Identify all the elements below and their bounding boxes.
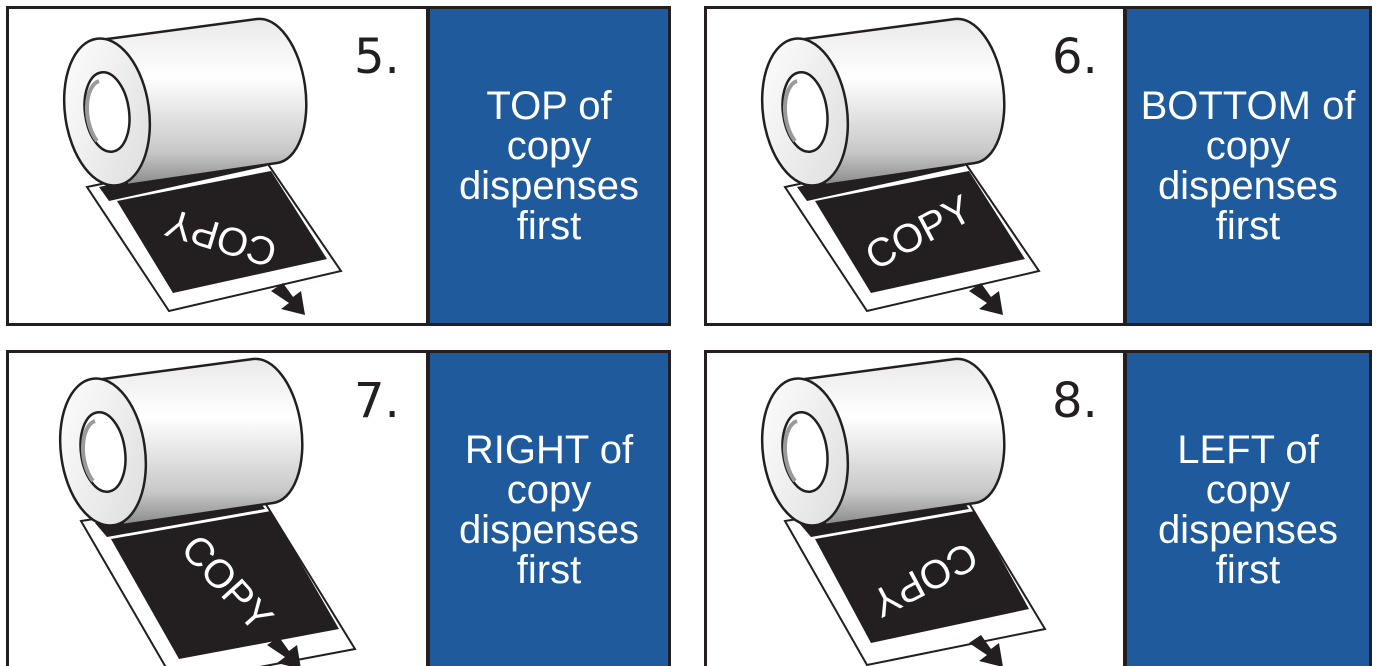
orientation-panel-8: COPY 8. LEFT of copy dispenses first <box>704 350 1372 666</box>
step-number: 8. <box>1052 377 1098 425</box>
instruction-box: LEFT of copy dispenses first <box>1123 353 1369 666</box>
orientation-panel-5: COPY 5. TOP of copy dispenses first <box>6 6 671 326</box>
step-number: 6. <box>1052 33 1098 81</box>
instruction-text: TOP of copy dispenses first <box>459 86 639 246</box>
instruction-box: TOP of copy dispenses first <box>426 9 668 323</box>
orientation-panel-6: COPY 6. BOTTOM of copy dispenses first <box>704 6 1372 326</box>
label-roll-icon <box>753 19 1004 191</box>
instruction-text: RIGHT of copy dispenses first <box>459 430 639 590</box>
arrow-down-right-icon <box>969 283 1003 315</box>
label-roll-icon <box>51 359 302 531</box>
instruction-box: BOTTOM of copy dispenses first <box>1123 9 1369 323</box>
orientation-panel-7: COPY 7. RIGHT of copy dispenses first <box>6 350 671 666</box>
step-number: 7. <box>354 377 400 425</box>
step-number: 5. <box>354 33 400 81</box>
instruction-text: BOTTOM of copy dispenses first <box>1141 86 1356 246</box>
instruction-box: RIGHT of copy dispenses first <box>426 353 668 666</box>
label-roll-icon <box>55 19 306 191</box>
instruction-text: LEFT of copy dispenses first <box>1158 430 1338 590</box>
label-roll-icon <box>753 359 1004 531</box>
arrow-down-right-icon <box>271 283 305 315</box>
